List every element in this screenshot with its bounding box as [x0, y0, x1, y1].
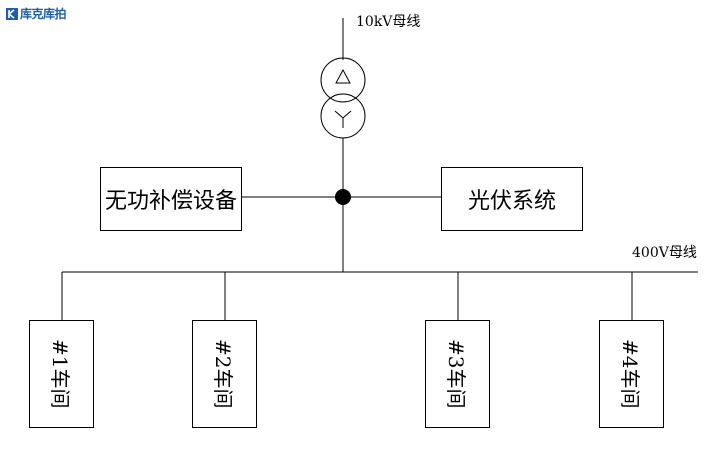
- workshop-1-label: #1车间: [48, 339, 72, 409]
- reactive-compensation-label: 无功补偿设备: [104, 189, 237, 214]
- junction-node: [335, 189, 351, 205]
- bus-10kv-label: 10kV母线: [356, 14, 421, 30]
- pv-system-label: 光伏系统: [467, 189, 556, 214]
- transformer-symbol: [320, 57, 366, 139]
- transformer-winding-bottom: [320, 93, 366, 139]
- wye-symbol-icon: [334, 110, 352, 128]
- transformer-winding-top: [320, 57, 366, 103]
- brand-logo: 库克库拍: [6, 5, 67, 22]
- logo-text: 库克库拍: [20, 7, 67, 21]
- pv-system-box: 光伏系统: [441, 167, 583, 231]
- workshop-2-box: #2车间: [192, 320, 257, 428]
- delta-symbol-icon: [335, 68, 351, 84]
- workshop-4-label: #4车间: [618, 339, 642, 409]
- workshop-3-box: #3车间: [425, 320, 490, 428]
- workshop-4-box: #4车间: [599, 320, 664, 428]
- bus-400v-label: 400V母线: [632, 245, 697, 261]
- workshop-1-box: #1车间: [29, 320, 94, 428]
- workshop-2-label: #2车间: [211, 339, 235, 409]
- reactive-compensation-box: 无功补偿设备: [100, 167, 242, 231]
- logo-k-icon: [6, 7, 18, 20]
- workshop-3-label: #3车间: [444, 339, 468, 409]
